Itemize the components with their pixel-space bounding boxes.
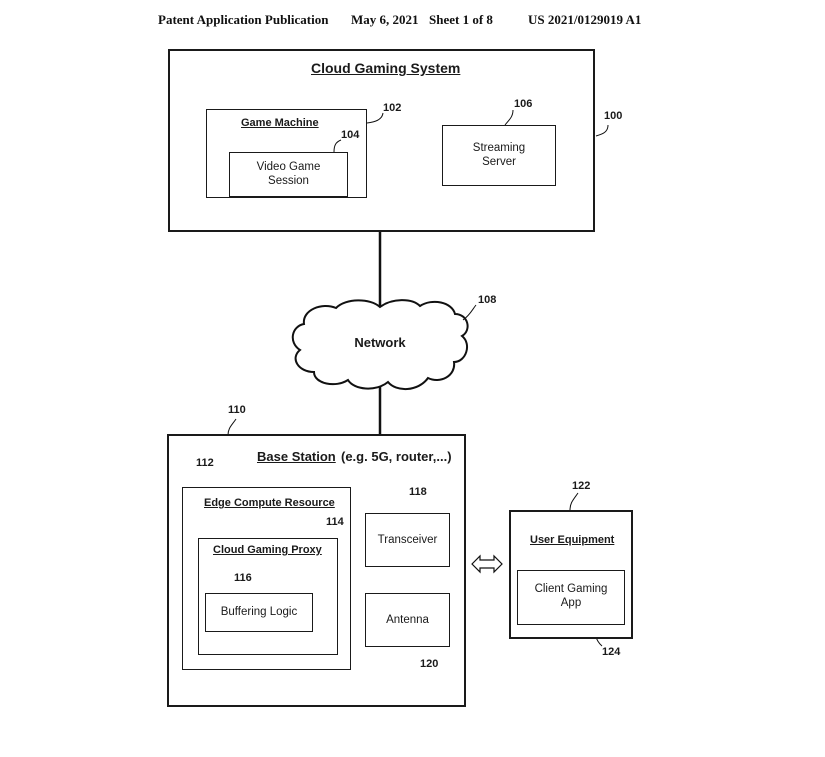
ref-102-leader bbox=[366, 112, 384, 124]
network-label: Network bbox=[354, 335, 406, 350]
base-station-subtitle: (e.g. 5G, router,...) bbox=[341, 449, 452, 464]
ref-102: 102 bbox=[383, 102, 402, 114]
ref-110-leader bbox=[227, 418, 237, 436]
game-machine-title: Game Machine bbox=[241, 117, 319, 129]
ref-100: 100 bbox=[604, 110, 623, 122]
ref-122-leader bbox=[569, 492, 579, 511]
transceiver-box bbox=[365, 513, 450, 567]
ref-104-leader bbox=[333, 139, 342, 153]
client-gaming-app-line1: Client Gaming bbox=[534, 583, 608, 595]
cloud-icon bbox=[291, 299, 469, 390]
client-gaming-app-label: Client Gaming App bbox=[517, 582, 625, 610]
ref-114: 114 bbox=[326, 516, 344, 528]
buffering-logic-label: Buffering Logic bbox=[220, 606, 298, 618]
buffering-logic-box bbox=[205, 593, 313, 632]
ref-122: 122 bbox=[572, 480, 591, 492]
header-sheet: Sheet 1 of 8 bbox=[429, 12, 493, 27]
streaming-server-line1: Streaming bbox=[472, 142, 526, 154]
cloud-gaming-proxy-title: Cloud Gaming Proxy bbox=[213, 544, 322, 556]
streaming-server-line2: Server bbox=[482, 156, 516, 168]
ref-108: 108 bbox=[478, 294, 497, 306]
ref-112: 112 bbox=[196, 457, 214, 469]
streaming-server-label: Streaming Server bbox=[442, 141, 556, 169]
base-station-title: Base Station bbox=[257, 449, 336, 464]
cloud-gaming-system-title: Cloud Gaming System bbox=[311, 60, 461, 76]
transceiver-label: Transceiver bbox=[377, 534, 438, 546]
streaming-server-box bbox=[442, 125, 556, 186]
client-gaming-app-line2: App bbox=[560, 597, 582, 609]
edge-compute-title: Edge Compute Resource bbox=[204, 497, 335, 509]
network-ref-leader bbox=[462, 304, 477, 321]
antenna-box bbox=[365, 593, 450, 647]
video-game-session-label: Video Game Session bbox=[229, 160, 348, 188]
ref-100-leader bbox=[595, 124, 609, 137]
ref-106-leader bbox=[504, 109, 514, 126]
ref-110: 110 bbox=[228, 404, 246, 416]
header-patent-number: US 2021/0129019 A1 bbox=[528, 12, 642, 27]
video-game-session-box bbox=[229, 152, 348, 197]
header-publication: Patent Application Publication bbox=[158, 12, 329, 27]
ref-120: 120 bbox=[420, 658, 439, 670]
ref-116: 116 bbox=[234, 572, 252, 584]
ref-124: 124 bbox=[602, 646, 621, 658]
video-game-session-line2: Session bbox=[268, 175, 309, 187]
video-game-session-line1: Video Game bbox=[256, 161, 321, 173]
client-gaming-app-box bbox=[517, 570, 625, 625]
header-date: May 6, 2021 bbox=[351, 12, 419, 27]
ref-106: 106 bbox=[514, 98, 533, 110]
user-equipment-title: User Equipment bbox=[530, 534, 615, 546]
antenna-label: Antenna bbox=[386, 614, 429, 626]
ref-104: 104 bbox=[341, 129, 360, 141]
ref-118: 118 bbox=[409, 486, 427, 498]
